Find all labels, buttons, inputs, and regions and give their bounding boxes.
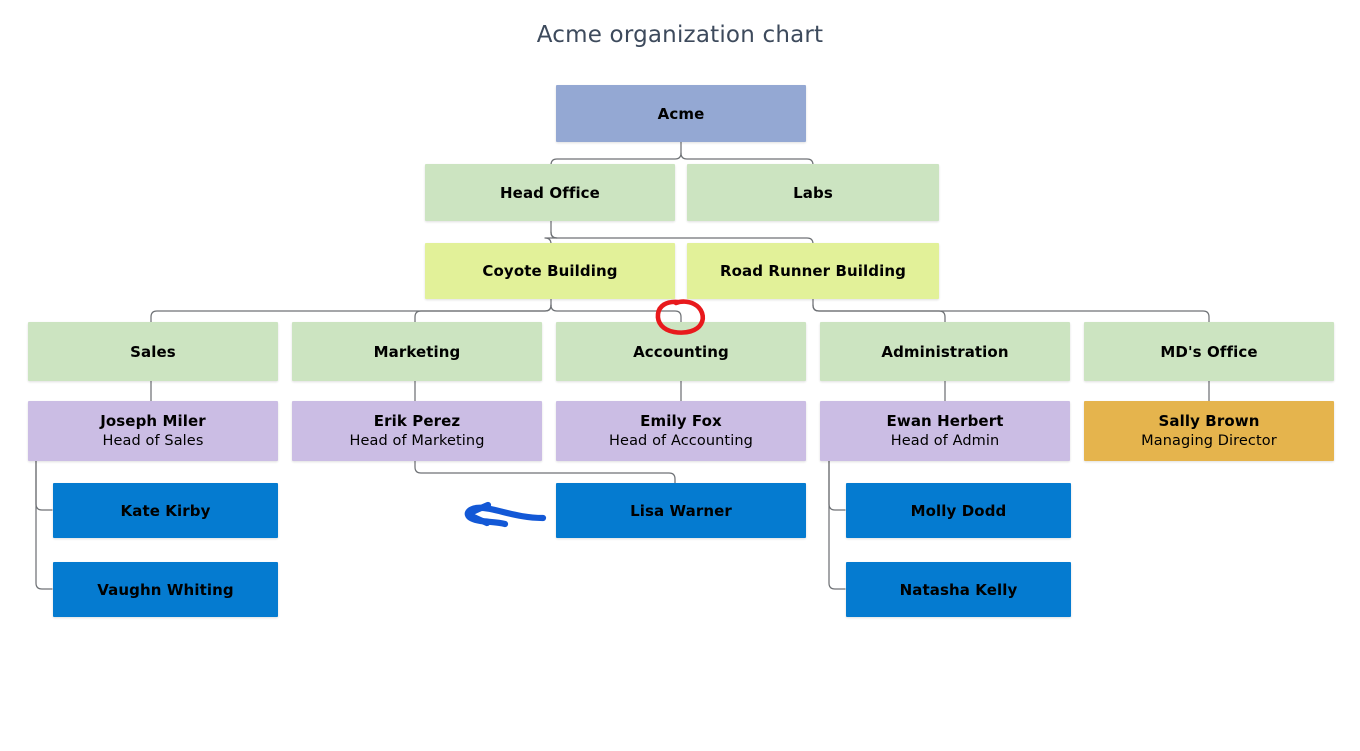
node-acme[interactable]: Acme	[556, 85, 806, 142]
node-label: Head Office	[500, 183, 600, 202]
node-label: Sales	[130, 342, 176, 361]
node-label: Administration	[881, 342, 1009, 361]
node-staff-molly-dodd[interactable]: Molly Dodd	[846, 483, 1071, 538]
blue-arrow-annotation-icon	[464, 504, 547, 528]
node-department-accounting[interactable]: Accounting	[556, 322, 806, 381]
node-staff-lisa-warner[interactable]: Lisa Warner	[556, 483, 806, 538]
person-title: Head of Sales	[102, 432, 204, 449]
node-head-erik-perez[interactable]: Erik Perez Head of Marketing	[292, 401, 542, 461]
blue-arrow-head-icon	[464, 501, 492, 527]
node-staff-natasha-kelly[interactable]: Natasha Kelly	[846, 562, 1071, 617]
node-label: Acme	[657, 104, 705, 123]
person-title: Managing Director	[1141, 432, 1277, 449]
person-name: Vaughn Whiting	[97, 580, 234, 599]
node-label: MD's Office	[1160, 342, 1258, 361]
node-staff-vaughn-whiting[interactable]: Vaughn Whiting	[53, 562, 278, 617]
node-department-sales[interactable]: Sales	[28, 322, 278, 381]
node-labs[interactable]: Labs	[687, 164, 939, 221]
node-label: Marketing	[373, 342, 461, 361]
node-label: Accounting	[633, 342, 729, 361]
node-head-ewan-herbert[interactable]: Ewan Herbert Head of Admin	[820, 401, 1070, 461]
node-label: Labs	[793, 183, 833, 202]
person-name: Natasha Kelly	[899, 580, 1018, 599]
person-name: Joseph Miler	[100, 411, 206, 430]
node-head-joseph-miler[interactable]: Joseph Miler Head of Sales	[28, 401, 278, 461]
person-name: Sally Brown	[1158, 411, 1260, 430]
person-title: Head of Accounting	[609, 432, 753, 449]
node-head-emily-fox[interactable]: Emily Fox Head of Accounting	[556, 401, 806, 461]
person-name: Emily Fox	[640, 411, 722, 430]
page-title: Acme organization chart	[536, 22, 824, 48]
node-department-administration[interactable]: Administration	[820, 322, 1070, 381]
person-name: Erik Perez	[373, 411, 461, 430]
node-staff-kate-kirby[interactable]: Kate Kirby	[53, 483, 278, 538]
person-name: Ewan Herbert	[886, 411, 1004, 430]
node-label: Road Runner Building	[719, 262, 906, 280]
node-coyote-building[interactable]: Coyote Building	[425, 243, 675, 299]
person-title: Head of Admin	[890, 432, 1000, 449]
person-title: Head of Marketing	[349, 432, 485, 449]
node-department-mds-office[interactable]: MD's Office	[1084, 322, 1334, 381]
node-road-runner-building[interactable]: Road Runner Building	[687, 243, 939, 299]
person-name: Molly Dodd	[910, 501, 1007, 520]
person-name: Lisa Warner	[630, 501, 732, 520]
node-label: Coyote Building	[482, 262, 618, 280]
node-head-sally-brown[interactable]: Sally Brown Managing Director	[1084, 401, 1334, 461]
node-head-office[interactable]: Head Office	[425, 164, 675, 221]
person-name: Kate Kirby	[120, 501, 211, 520]
node-department-marketing[interactable]: Marketing	[292, 322, 542, 381]
